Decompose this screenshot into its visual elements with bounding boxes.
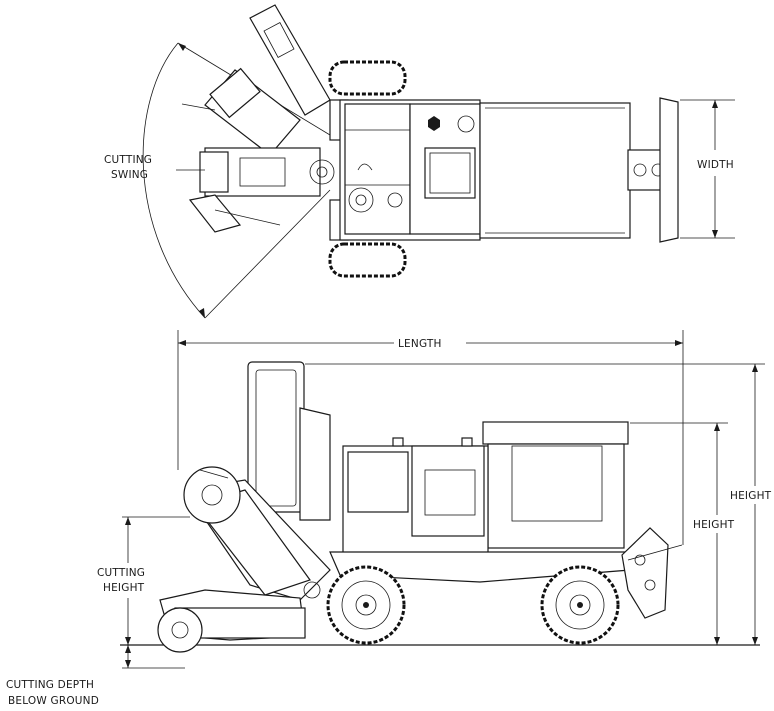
tire-top-rear (328, 242, 407, 278)
cutting-swing-label-line1: CUTTING (104, 154, 152, 166)
rear-wheel-side (540, 565, 620, 645)
cutting-swing-dimension (142, 42, 331, 319)
length-label: LENGTH (398, 338, 442, 350)
height-body-label: HEIGHT (693, 519, 735, 531)
cutter-arm-side (157, 466, 331, 653)
width-label: WIDTH (697, 159, 734, 171)
body-side (329, 437, 642, 583)
cutting-height-dimension (122, 516, 190, 645)
rear-blade-top (627, 97, 679, 243)
rear-blade-side (621, 527, 683, 619)
front-wheel-side (326, 565, 406, 645)
side-view: LENGTH (6, 330, 772, 707)
body-top (339, 99, 481, 241)
engine-cover-side (482, 421, 629, 549)
cutting-height-label-line2: HEIGHT (103, 582, 145, 594)
cutting-swing-label-line2: SWING (111, 169, 148, 181)
tire-top-front (328, 60, 407, 96)
cutting-depth-label-line1: CUTTING DEPTH (6, 679, 94, 691)
cutting-height-label-line1: CUTTING (97, 567, 145, 579)
cutter-arm-straight (176, 147, 335, 233)
top-view: CUTTING SWING (104, 4, 735, 319)
operator-shield (247, 361, 331, 521)
cutting-depth-dimension (122, 645, 185, 669)
length-dimension (177, 330, 684, 545)
height-total-label: HEIGHT (730, 490, 772, 502)
width-dimension (680, 99, 735, 239)
engine-cover-top (479, 102, 631, 239)
cutter-arm-swung (181, 4, 331, 156)
cutting-depth-label-line2: BELOW GROUND (8, 695, 99, 707)
height-dimensions (305, 363, 765, 645)
